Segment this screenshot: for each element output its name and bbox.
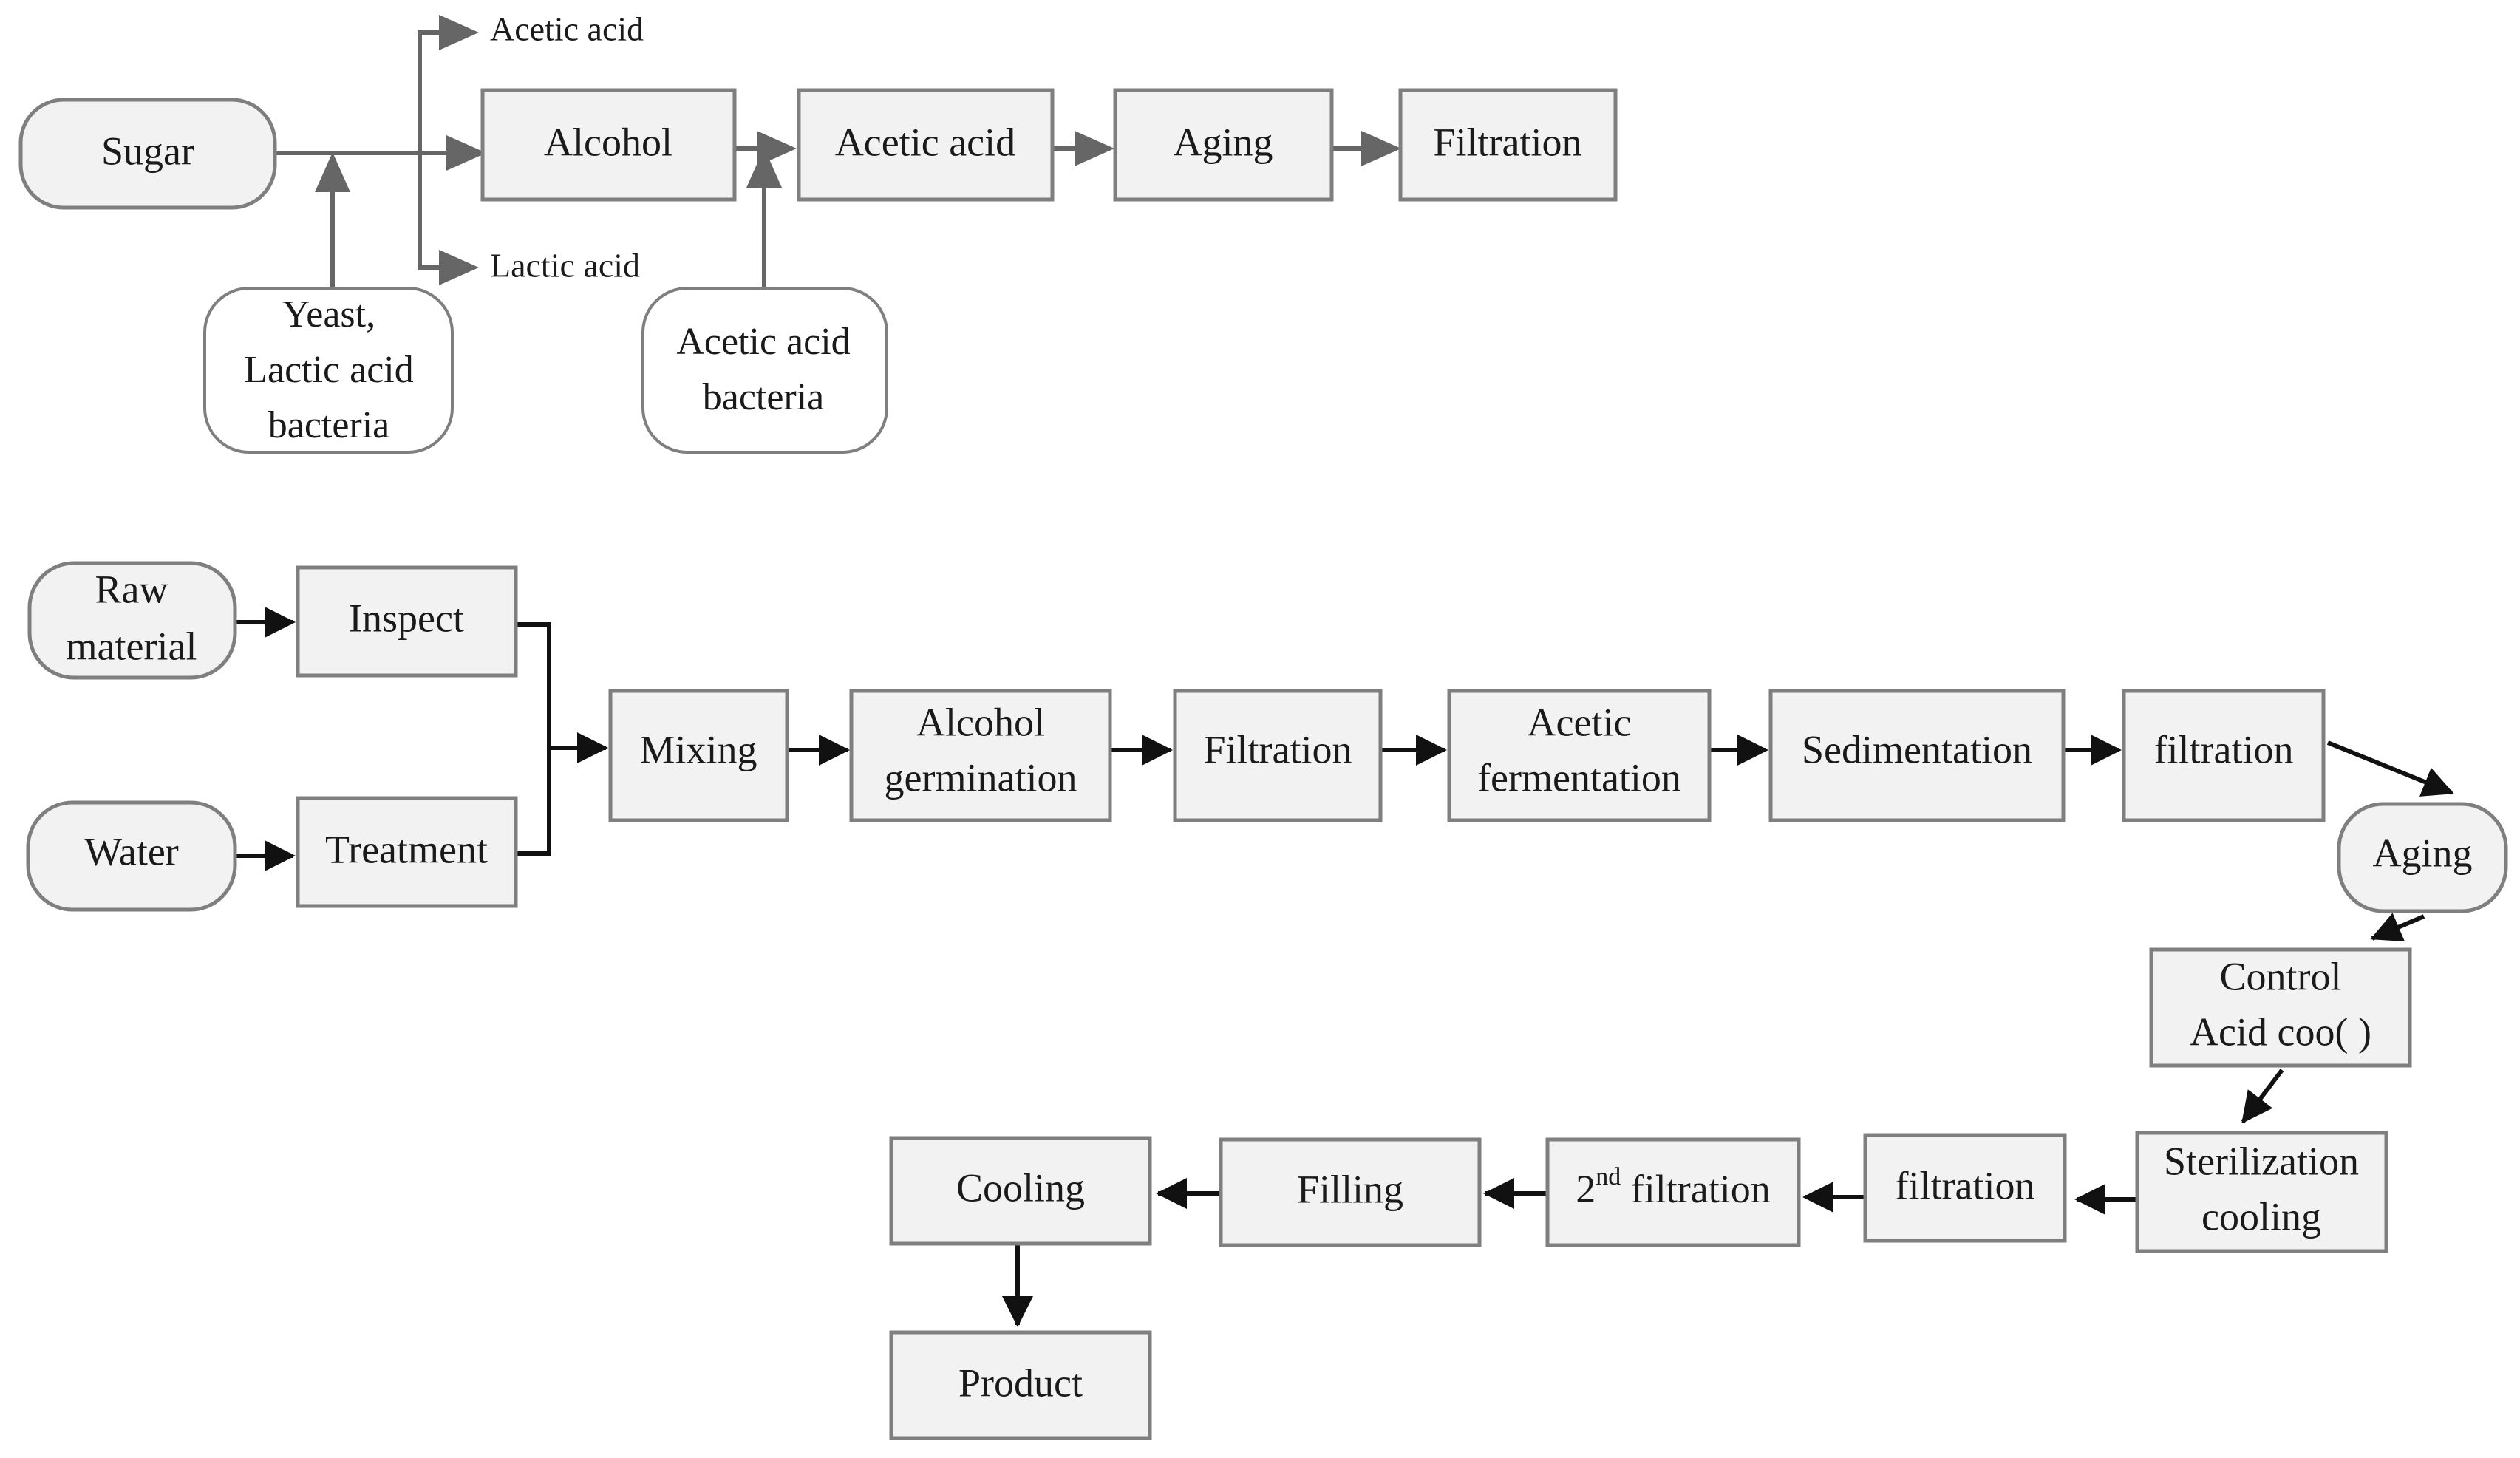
alcohol-germination-line-2: germination: [885, 755, 1077, 800]
sterilization-line-2: cooling: [2201, 1194, 2321, 1239]
alcohol-label: Alcohol: [544, 120, 672, 164]
node-acetic-fermentation: Acetic fermentation: [1447, 689, 1712, 822]
sedimentation-label: Sedimentation: [1802, 727, 2032, 771]
sterilization-line-1: Sterilization: [2164, 1139, 2359, 1183]
node-sedimentation: Sedimentation: [1768, 689, 2066, 822]
node-acetic-acid: Acetic acid: [797, 88, 1055, 202]
water-label: Water: [84, 829, 179, 873]
filtration-3-label: filtration: [1896, 1163, 2035, 1207]
arrow-filtration-to-aging: [2326, 740, 2454, 797]
node-sterilization-cooling: Sterilization cooling: [2135, 1131, 2388, 1253]
node-filtration-2: filtration: [2122, 689, 2326, 822]
node-water: Water: [26, 800, 237, 912]
inspect-label: Inspect: [349, 596, 464, 640]
treatment-label: Treatment: [325, 827, 488, 871]
node-filtration-top: Filtration: [1398, 88, 1618, 202]
branch-bracket: [418, 30, 474, 270]
merge-bracket: [516, 622, 551, 856]
2nd-filtration-number: 2: [1576, 1167, 1596, 1211]
input-yeast-lactic-bacteria: Yeast, Lactic acid bacteria: [203, 287, 454, 454]
product-label: Product: [958, 1360, 1083, 1405]
alcohol-germination-line-1: Alcohol: [916, 700, 1045, 744]
2nd-filtration-superscript: nd: [1596, 1163, 1621, 1190]
control-acid-line-2: Acid coo( ): [2190, 1009, 2371, 1054]
2nd-filtration-text: filtration: [1621, 1167, 1770, 1211]
cooling-label: Cooling: [956, 1165, 1085, 1210]
filtration-1-label: Filtration: [1204, 727, 1352, 771]
raw-material-line-2: material: [67, 624, 197, 668]
top-connectors: [275, 15, 1401, 288]
bottom-flow: Raw material Water Inspect Treatment Mix…: [26, 561, 2508, 1440]
node-raw-material: Raw material: [27, 561, 237, 680]
acetic-fermentation-line-2: fermentation: [1477, 755, 1681, 800]
acetic-bacteria-line-2: bacteria: [703, 376, 825, 418]
node-filtration-1: Filtration: [1173, 689, 1383, 822]
input-acetic-acid-bacteria: Acetic acid bacteria: [641, 287, 888, 454]
node-filling: Filling: [1219, 1137, 1482, 1247]
acetic-bacteria-line-1: Acetic acid: [676, 321, 850, 363]
node-product: Product: [889, 1330, 1152, 1440]
acetic-acid-label: Acetic acid: [835, 120, 1015, 164]
aging-bottom-label: Aging: [2373, 831, 2473, 875]
node-alcohol: Alcohol: [480, 88, 737, 202]
control-acid-line-1: Control: [2219, 954, 2341, 998]
node-aging-bottom: Aging: [2337, 802, 2508, 913]
yeast-line-3: bacteria: [268, 404, 390, 446]
node-inspect: Inspect: [296, 565, 518, 678]
branch-acetic-acid-label: Acetic acid: [490, 10, 644, 48]
node-sugar: Sugar: [18, 98, 277, 210]
branch-lactic-acid-label: Lactic acid: [490, 247, 640, 285]
filtration-2-label: filtration: [2154, 727, 2294, 771]
filling-label: Filling: [1297, 1167, 1403, 1211]
node-alcohol-germination: Alcohol germination: [849, 689, 1112, 822]
bottom-connectors: [235, 607, 2454, 1327]
yeast-line-1: Yeast,: [282, 293, 375, 335]
filtration-top-label: Filtration: [1434, 120, 1582, 164]
node-cooling: Cooling: [889, 1136, 1152, 1246]
sugar-label: Sugar: [101, 129, 194, 173]
raw-material-line-1: Raw: [95, 567, 168, 611]
arrow-control-acid-to-sterilization: [2241, 1069, 2284, 1124]
top-flow: Sugar Alcohol Acetic acid Aging Filtrati…: [18, 10, 1618, 454]
node-aging-top: Aging: [1113, 88, 1334, 202]
acetic-fermentation-line-1: Acetic: [1528, 700, 1632, 744]
node-control-acid: Control Acid coo( ): [2149, 947, 2412, 1068]
mixing-label: Mixing: [639, 727, 757, 771]
node-filtration-3: filtration: [1863, 1133, 2067, 1243]
arrow-aging-to-control-acid: [2370, 913, 2425, 941]
node-mixing: Mixing: [608, 689, 789, 822]
2nd-filtration-label: 2nd filtration: [1576, 1163, 1770, 1212]
node-2nd-filtration: 2nd filtration: [1545, 1137, 1801, 1247]
node-treatment: Treatment: [296, 796, 518, 908]
aging-top-label: Aging: [1174, 120, 1273, 164]
yeast-line-2: Lactic acid: [244, 349, 414, 391]
